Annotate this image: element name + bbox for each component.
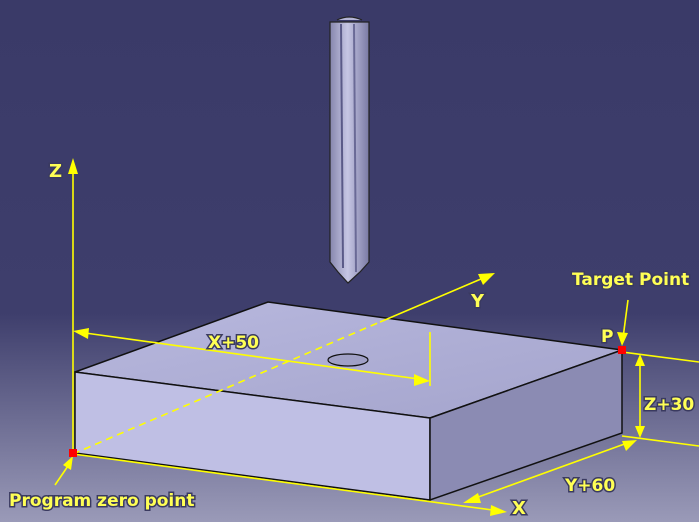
z-axis-label: Z [49, 161, 62, 182]
x-axis-label: X [512, 498, 526, 519]
y-dimension-arrow-right [622, 440, 637, 451]
point-p-label: P [601, 327, 613, 347]
program-zero-marker [69, 449, 77, 457]
annotation-lines [54, 158, 699, 516]
x-axis-line [72, 453, 501, 512]
target-point-pointer [622, 299, 629, 339]
z-dimension-arrow-bottom [635, 426, 645, 438]
target-point-marker [618, 346, 626, 354]
x-offset-label: X+50 [208, 333, 259, 353]
z-offset-label: Z+30 [644, 395, 694, 415]
target-point-arrowhead [617, 332, 628, 346]
y-axis-arrowhead [478, 273, 495, 285]
x-dimension-arrow-left [73, 328, 89, 339]
y-axis-label: Y [470, 291, 485, 312]
x-dimension-line [77, 331, 427, 381]
target-point-label: Target Point [572, 270, 689, 290]
drill-hole [327, 353, 369, 367]
y-axis-line-dashed [72, 321, 381, 455]
y-dimension-arrow-left [463, 493, 481, 503]
z-dimension-extension-top [621, 351, 699, 363]
x-dimension-arrow-right [414, 374, 430, 386]
milling-tool [329, 16, 370, 284]
y-offset-label: Y+60 [564, 476, 615, 496]
y-dimension-line [469, 441, 631, 501]
y-axis-line [379, 275, 489, 323]
y-dimension-extension [621, 435, 699, 447]
x-axis-arrowhead [490, 505, 507, 516]
program-zero-arrowhead [63, 456, 73, 470]
z-axis-arrowhead [68, 158, 78, 174]
program-zero-label: Program zero point [9, 491, 195, 511]
block-side-face [429, 348, 623, 502]
z-dimension-arrow-top [635, 354, 645, 366]
workpiece-block [74, 301, 623, 502]
